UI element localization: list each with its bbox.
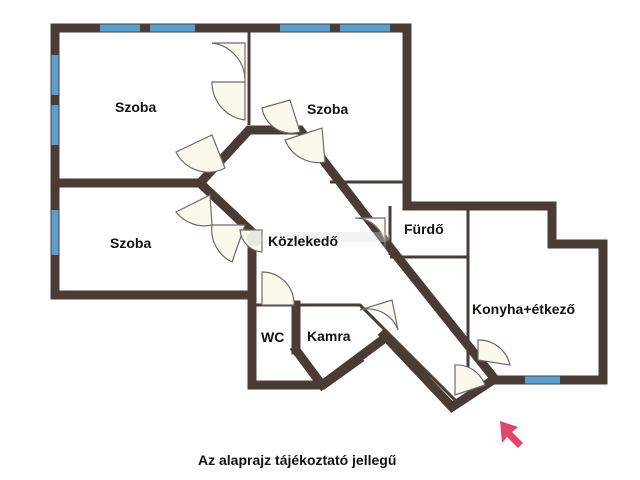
wall-corridor-upper [193, 125, 399, 257]
door-szoba3-top [175, 194, 213, 227]
disclaimer-caption: Az alaprajz tájékoztató jellegű [198, 452, 396, 468]
door-szoba1-right [211, 81, 246, 121]
door-kamra [359, 299, 399, 331]
watermark-logo [247, 230, 390, 246]
outer-wall-kitchen [402, 201, 608, 385]
wall-corridor-right-diag [385, 243, 501, 385]
outer-wall-left-top [50, 23, 412, 211]
door-szoba1-corridor [175, 134, 226, 173]
door-furdo [354, 217, 386, 249]
door-szoba2-left [261, 99, 301, 134]
wall-kamra-bottom [289, 331, 392, 392]
room-label-kamra: Kamra [307, 328, 351, 344]
room-label-furdo: Fürdő [404, 221, 444, 237]
room-label-konyha: Konyha+étkező [472, 301, 575, 317]
windows [51, 24, 560, 384]
outer-wall-entrance [377, 328, 500, 413]
doors [175, 42, 511, 396]
outer-walls [50, 23, 608, 413]
door-entrance [454, 364, 486, 396]
room-label-szoba-2: Szoba [307, 101, 348, 117]
entrance-arrow-icon [500, 421, 523, 448]
inner-walls [57, 30, 501, 407]
entrance-arrow-head [500, 421, 523, 448]
door-szoba2-corridor [284, 127, 326, 164]
room-label-szoba-3: Szoba [110, 235, 151, 251]
room-label-wc: WC [261, 329, 284, 345]
door-kitchen [477, 339, 511, 366]
door-wc [261, 271, 295, 306]
room-label-kozlekedo: Közlekedő [268, 233, 338, 249]
door-szoba1-top [211, 42, 246, 83]
door-corridor-center [239, 229, 263, 253]
room-label-szoba-1: Szoba [115, 99, 156, 115]
room-labels: Szoba Szoba Szoba Közlekedő Fürdő WC Kam… [110, 99, 575, 345]
door-szoba3-bottom [211, 224, 246, 263]
